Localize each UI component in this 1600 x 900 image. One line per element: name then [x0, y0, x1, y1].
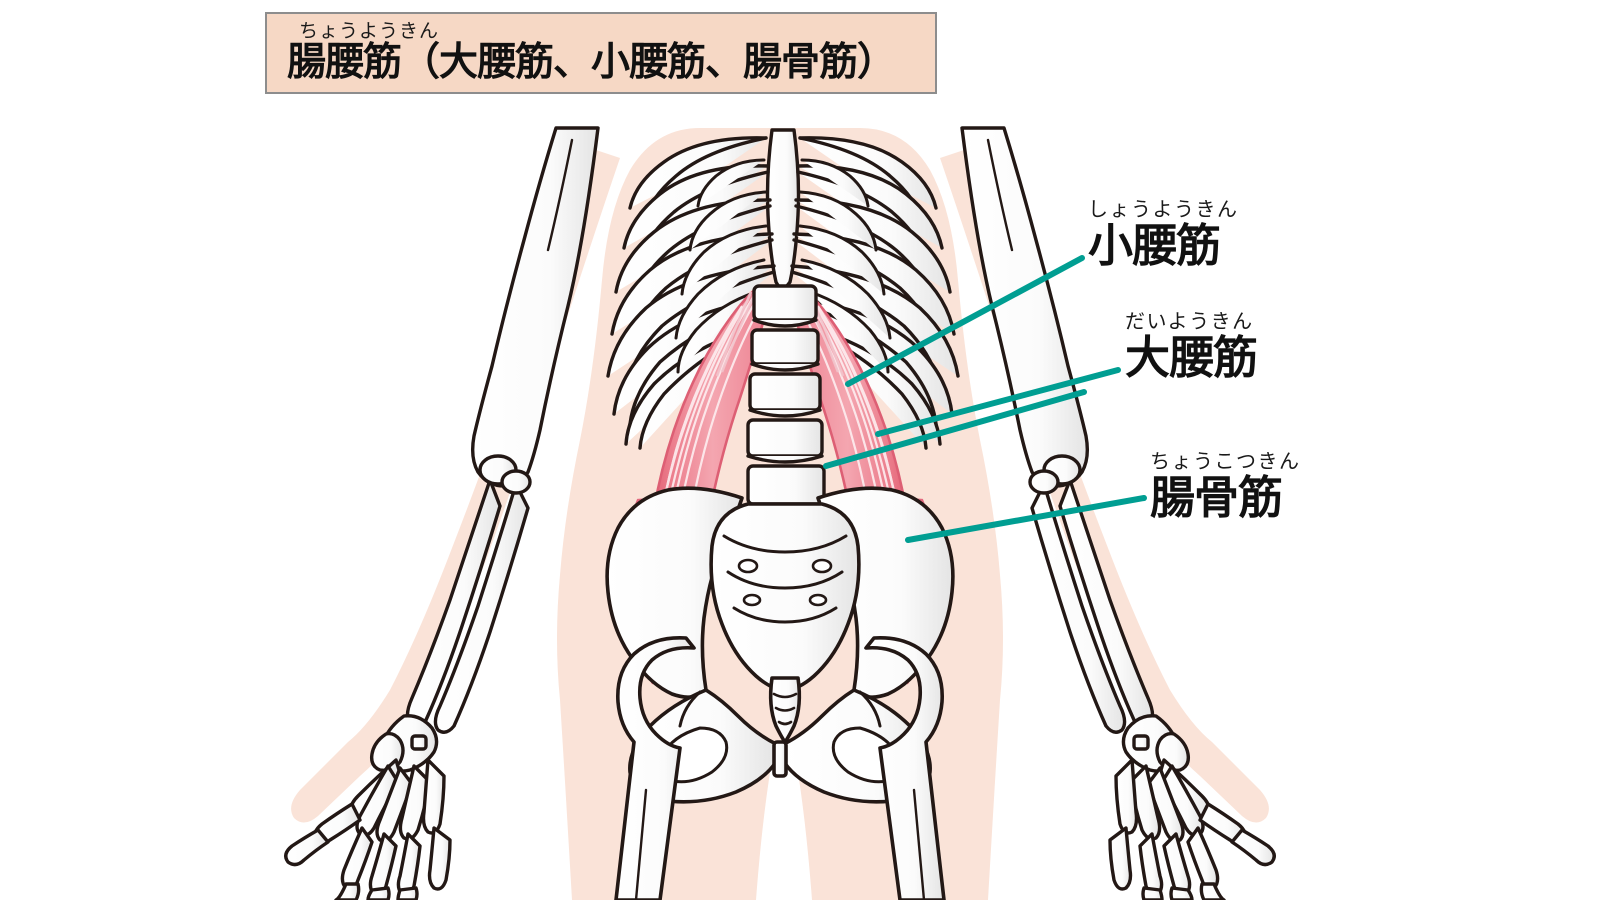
leader-line-psoas-major [875, 367, 1121, 437]
femur-right [864, 636, 946, 900]
humerus-right [960, 126, 1090, 488]
page-title: 腸腰筋（大腰筋、小腰筋、腸骨筋） [287, 41, 896, 84]
leader-line-psoas-minor [845, 255, 1085, 387]
lumbar-vertebrae [746, 284, 826, 506]
title-furigana: ちょうようきん [299, 21, 440, 42]
label-iliacus: ちょうこつきん 腸骨筋 [1150, 452, 1301, 520]
label-psoas-minor: しょうようきん 小腰筋 [1088, 200, 1239, 268]
ulna-right [1030, 482, 1127, 734]
label-psoas-minor-furigana: しょうようきん [1088, 199, 1239, 221]
leader-lines [823, 255, 1147, 543]
femur-left [614, 636, 696, 900]
leader-line-iliacus [905, 495, 1147, 543]
label-psoas-major-text: 大腰筋 [1125, 332, 1258, 383]
humerus-left [470, 126, 600, 488]
arm-right [960, 126, 1276, 900]
ulna-left [433, 482, 530, 734]
rib-cage [606, 128, 960, 450]
label-psoas-major-furigana: だいようきん [1125, 311, 1254, 333]
femurs [614, 636, 946, 900]
label-iliacus-furigana: ちょうこつきん [1150, 451, 1301, 473]
label-iliacus-text: 腸骨筋 [1150, 472, 1283, 523]
label-psoas-minor-text: 小腰筋 [1088, 220, 1221, 271]
leader-line-psoas-major-2 [823, 389, 1087, 469]
sternum [765, 128, 801, 290]
arm-left [284, 126, 600, 900]
title-box: ちょうようきん 腸腰筋（大腰筋、小腰筋、腸骨筋） [265, 12, 937, 94]
label-psoas-major: だいようきん 大腰筋 [1125, 311, 1258, 383]
